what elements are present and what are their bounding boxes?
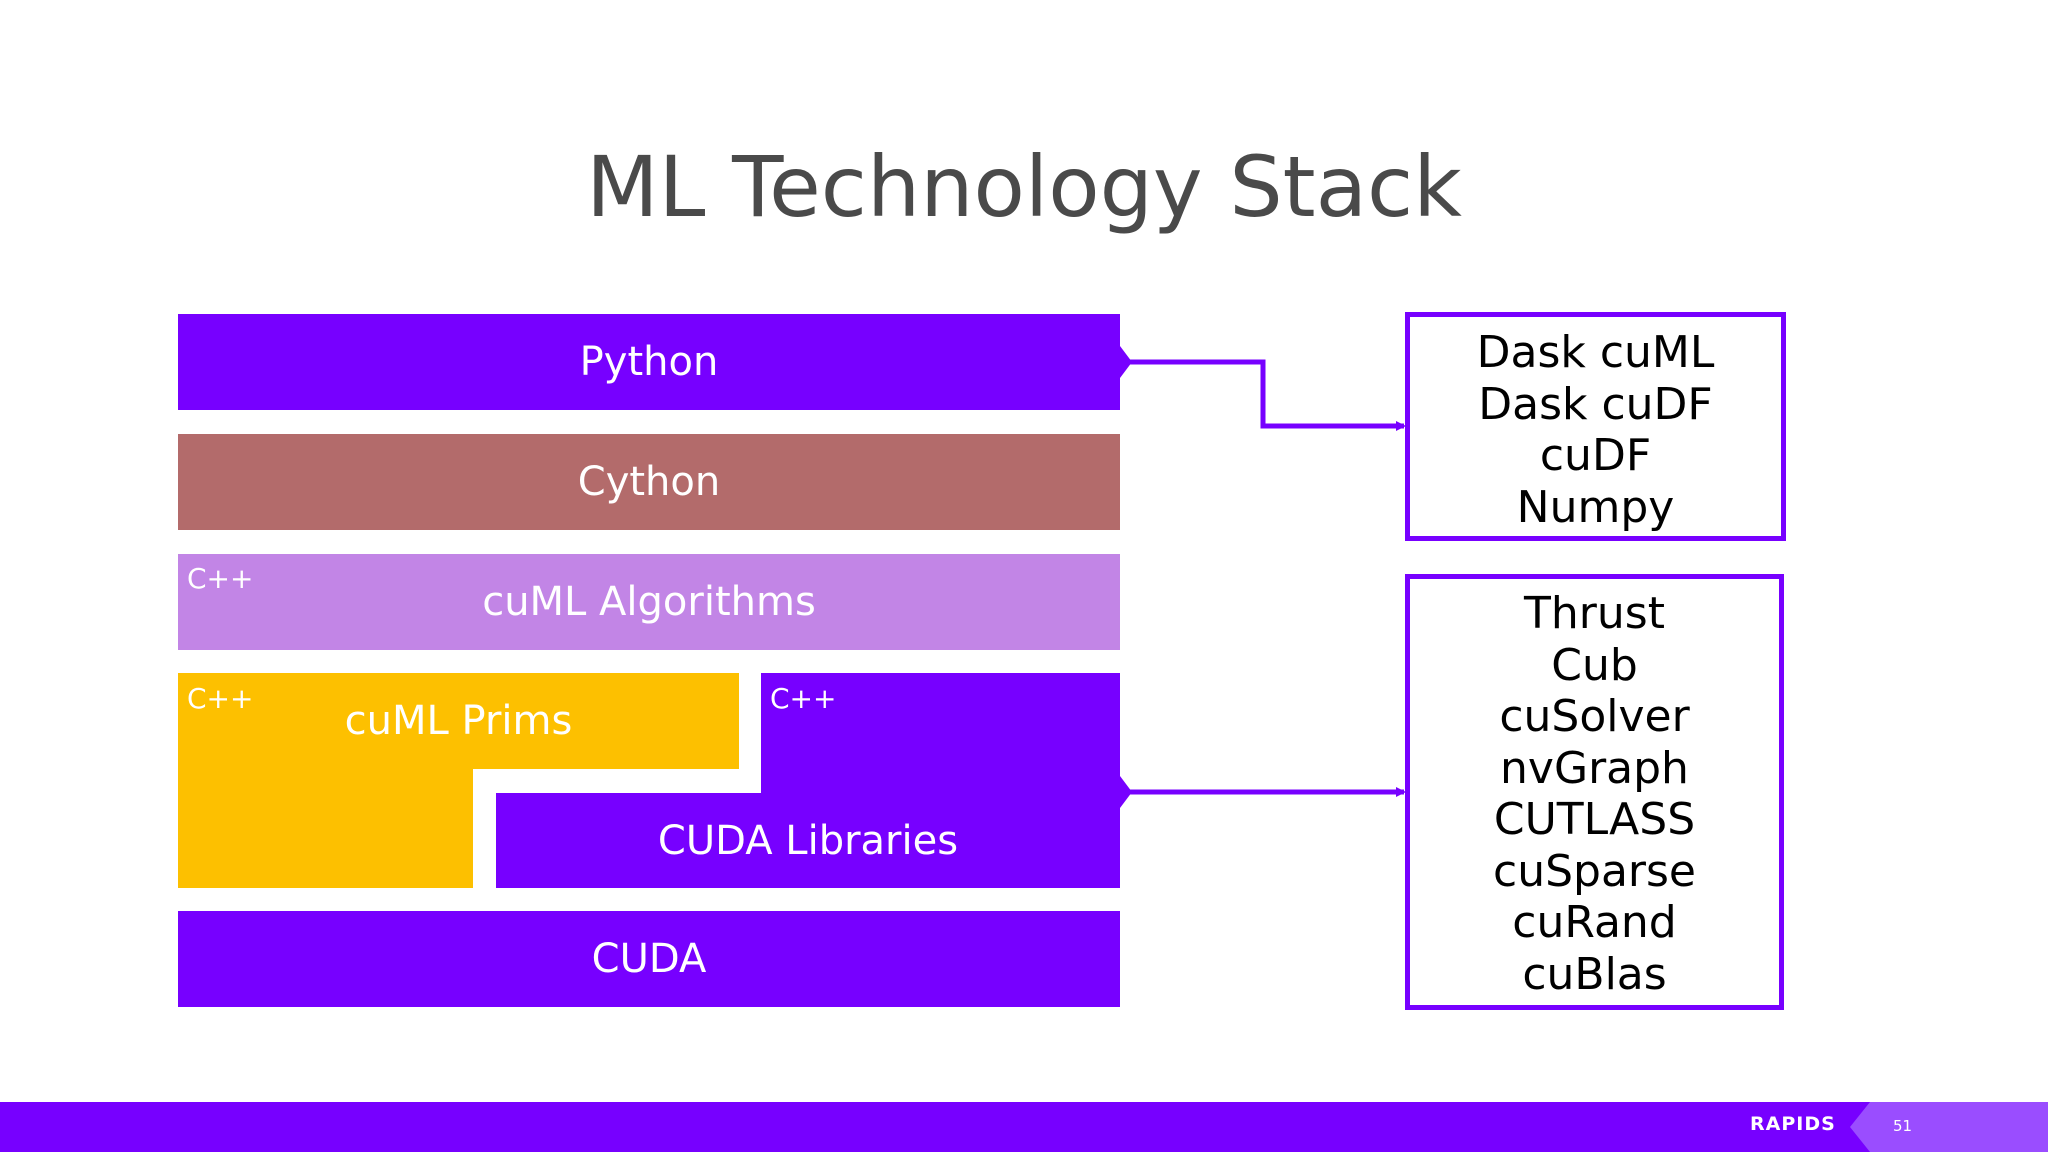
cuda-layer: CUDA bbox=[178, 911, 1120, 1007]
footer-bar bbox=[0, 1102, 2048, 1152]
cython-label: Cython bbox=[577, 459, 721, 505]
dep-numpy: Numpy bbox=[1516, 481, 1675, 533]
footer-chevron bbox=[1850, 1102, 2048, 1152]
dep-dask-cuml: Dask cuML bbox=[1476, 327, 1715, 378]
page-number: 51 bbox=[1893, 1117, 1913, 1135]
cuda-libraries-top bbox=[761, 673, 1120, 793]
cuda-libraries-box: Thrust Cub cuSolver nvGraph CUTLASS cuSp… bbox=[1405, 574, 1784, 1010]
rapids-logo: RAPIDS bbox=[1750, 1113, 1836, 1135]
python-connector-notch bbox=[1120, 346, 1132, 378]
cuml-prims-bottom bbox=[178, 769, 473, 888]
cuml-prims-top bbox=[178, 673, 739, 769]
dep-dask-cudf: Dask cuDF bbox=[1478, 378, 1713, 430]
lib-nvgraph: nvGraph bbox=[1500, 742, 1689, 794]
lib-cublas: cuBlas bbox=[1522, 948, 1667, 1000]
dep-cudf: cuDF bbox=[1539, 430, 1652, 481]
cython-layer: Cython bbox=[178, 434, 1120, 530]
cuml-prims-label: cuML Prims bbox=[344, 698, 573, 744]
python-connector-line bbox=[1128, 359, 1406, 431]
cuda-label: CUDA bbox=[591, 936, 707, 982]
python-layer: Python bbox=[178, 314, 1120, 410]
lib-curand: cuRand bbox=[1512, 897, 1677, 948]
python-dependencies-box: Dask cuML Dask cuDF cuDF Numpy bbox=[1405, 312, 1786, 541]
cuda-libraries-label: CUDA Libraries bbox=[657, 817, 959, 864]
cuml-algorithms-label: cuML Algorithms bbox=[482, 579, 816, 625]
cuda-libraries-connector-notch bbox=[1120, 776, 1132, 808]
cuml-algorithms-layer: cuML Algorithms bbox=[178, 554, 1120, 650]
cpp-tag-prims: C++ bbox=[187, 682, 254, 715]
cuda-libraries-bottom: CUDA Libraries bbox=[496, 793, 1120, 888]
lib-thrust: Thrust bbox=[1524, 588, 1665, 639]
lib-cusparse: cuSparse bbox=[1493, 845, 1696, 897]
cpp-tag-cuda-libraries: C++ bbox=[770, 682, 837, 715]
lib-cutlass: CUTLASS bbox=[1493, 794, 1696, 845]
lib-cub: Cub bbox=[1551, 639, 1638, 691]
python-label: Python bbox=[579, 339, 719, 385]
slide-title: ML Technology Stack bbox=[586, 138, 1462, 236]
cpp-tag-algorithms: C++ bbox=[187, 562, 254, 595]
lib-cusolver: cuSolver bbox=[1499, 691, 1690, 742]
